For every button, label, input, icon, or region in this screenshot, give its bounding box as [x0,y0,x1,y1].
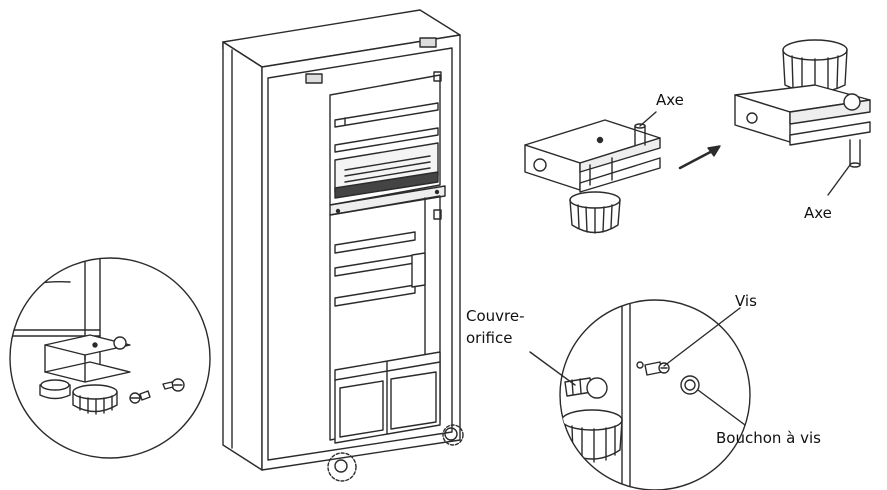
label-couvre-orifice-line1: Couvre- [466,307,525,325]
hinge-bracket-illustration [524,119,661,234]
label-axe-top: Axe [656,91,684,109]
label-axe-bottom: Axe [804,204,832,222]
leader-bouchon [697,389,746,426]
detail-circle-left [9,257,211,459]
label-vis: Vis [735,292,757,310]
leader-couvre [529,351,576,386]
leader-axe-top [639,111,657,127]
foot-marker-circle [327,452,357,482]
refrigerator-illustration [222,9,464,482]
leader-vis [663,307,741,367]
label-couvre-orifice-line2: orifice [466,329,513,347]
direction-arrow [678,145,721,170]
label-bouchon-a-vis: Bouchon à vis [716,429,821,447]
detail-circle-right [559,299,751,490]
hinge-bracket-illustration-2 [734,39,871,168]
leader-axe-bottom [827,164,851,196]
foot-marker-circle-right [442,424,464,446]
